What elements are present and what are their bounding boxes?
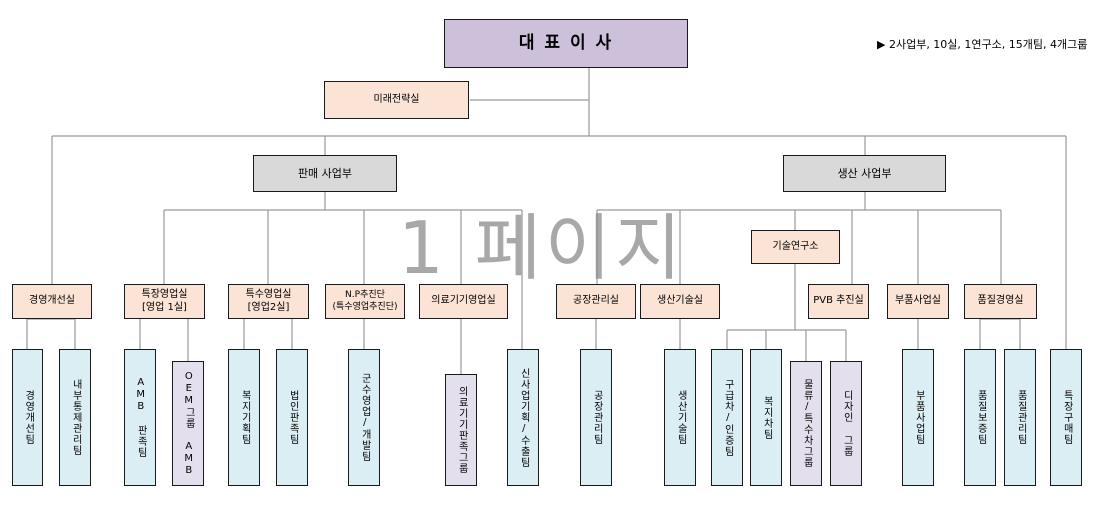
team-mgmt-improve[interactable]: 경영개선팀 (12, 349, 43, 486)
team-qm[interactable]: 품질관리팀 (1004, 349, 1036, 486)
office-quality[interactable]: 품질경영실 (964, 284, 1037, 319)
office-special-sales1[interactable]: 특장영업실 [영업 1실] (124, 284, 205, 319)
team-new-biz[interactable]: 신사업기획/수출팀 (507, 349, 539, 486)
team-military[interactable]: 군수영업/개발팀 (348, 349, 380, 486)
team-welfare-plan[interactable]: 복지기획팀 (228, 349, 260, 486)
office-factory[interactable]: 공장관리실 (556, 284, 636, 319)
team-purchase[interactable]: 구급차/인증팀 (711, 349, 743, 486)
office-management[interactable]: 경영개선실 (12, 284, 92, 319)
office-pvb[interactable]: PVB 추진실 (808, 284, 869, 319)
team-parts[interactable]: 부품사업팀 (902, 349, 934, 486)
office-np-team[interactable]: N.P추진단 (특수영업추진단) (325, 284, 405, 319)
ceo-box[interactable]: 대 표 이 사 (444, 19, 688, 68)
group-logistics[interactable]: 물류/특수차그룹 (790, 361, 822, 486)
team-amb-sales[interactable]: AMB 판족팀 (124, 349, 156, 486)
future-strategy-office[interactable]: 미래전략실 (324, 81, 469, 119)
office-medical[interactable]: 의료기기영업실 (419, 284, 508, 319)
group-medical[interactable]: 의료기기판족그룹 (445, 374, 477, 486)
team-internal-audit[interactable]: 내부통제관리팀 (59, 349, 91, 486)
group-oem-amb[interactable]: OEM그룹 AMB (172, 361, 204, 486)
production-division[interactable]: 생산 사업부 (783, 155, 946, 192)
team-welfare-car[interactable]: 복지차팀 (750, 349, 782, 486)
team-special-purchase[interactable]: 특장구매팀 (1050, 349, 1082, 486)
team-factory[interactable]: 공장관리팀 (580, 349, 612, 486)
team-prod-tech[interactable]: 생산기술팀 (664, 349, 696, 486)
office-special-sales2[interactable]: 특수영업실 [영업2실] (228, 284, 309, 319)
team-corp-sales[interactable]: 법인판족팀 (276, 349, 308, 486)
summary-note: ▶ 2사업부, 10실, 1연구소, 15개팀, 4개그룹 (877, 38, 1088, 51)
group-design[interactable]: 디자인 그룹 (830, 361, 862, 486)
tech-lab[interactable]: 기술연구소 (751, 230, 840, 264)
office-prod-tech[interactable]: 생산기술실 (640, 284, 720, 319)
office-parts[interactable]: 부품사업실 (887, 284, 949, 319)
sales-division[interactable]: 판매 사업부 (253, 155, 397, 192)
page-watermark: 1 페이지 (398, 206, 686, 290)
team-qa[interactable]: 품질보증팀 (964, 349, 996, 486)
